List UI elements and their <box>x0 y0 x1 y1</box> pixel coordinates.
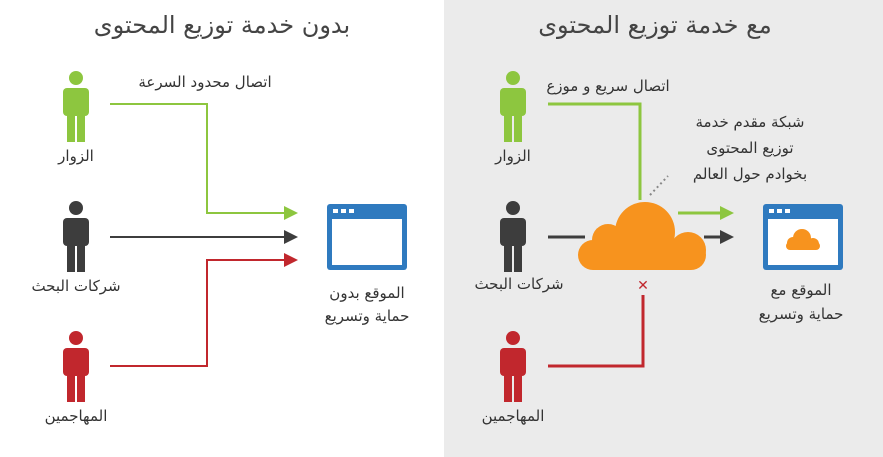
attacker-icon <box>63 331 89 402</box>
attacker-connection-line <box>110 259 285 367</box>
search-engine-icon <box>500 201 526 272</box>
slow-connection-label: اتصال محدود السرعة <box>138 73 272 91</box>
cdn-label-line1: شبكة مقدم خدمة <box>695 113 805 131</box>
site-label-line1: الموقع مع <box>770 281 832 299</box>
search-engines-label: شركات البحث <box>31 277 121 295</box>
arrow-icon <box>720 230 734 244</box>
arrow-icon <box>284 253 298 267</box>
site-label-line2: حماية وتسريع <box>758 305 844 323</box>
arrow-icon <box>284 230 298 244</box>
visitor-icon <box>63 71 89 142</box>
search-engines-label: شركات البحث <box>474 275 564 293</box>
arrow-icon <box>720 206 734 220</box>
site-label-line2: حماية وتسريع <box>324 307 410 325</box>
visitors-label: الزوار <box>495 147 531 165</box>
cdn-label-line3: بخوادم حول العالم <box>692 165 808 183</box>
visitors-label: الزوار <box>58 147 94 165</box>
visitor-icon <box>500 71 526 142</box>
site-label-line1: الموقع بدون <box>329 284 405 302</box>
visitor-connection-line <box>110 103 285 214</box>
attackers-label: المهاجمين <box>481 407 545 425</box>
right-title: مع خدمة توزيع المحتوى <box>538 11 772 39</box>
blocked-x-icon: ✕ <box>637 278 649 294</box>
attacker-connection-line <box>548 295 645 368</box>
cdn-pointer-dots <box>649 175 669 196</box>
attacker-icon <box>500 331 526 402</box>
cdn-cloud-small-icon <box>786 229 820 250</box>
cdn-label-line2: توزيع المحتوى <box>706 139 794 157</box>
fast-connection-label: اتصال سريع و موزع <box>546 77 670 95</box>
cdn-cloud-icon <box>578 202 706 270</box>
search-engine-icon <box>63 201 89 272</box>
left-title: بدون خدمة توزيع المحتوى <box>93 11 351 39</box>
website-browser-icon <box>327 204 407 270</box>
arrow-icon <box>284 206 298 220</box>
visitor-connection-line <box>548 102 642 200</box>
attackers-label: المهاجمين <box>44 407 108 425</box>
